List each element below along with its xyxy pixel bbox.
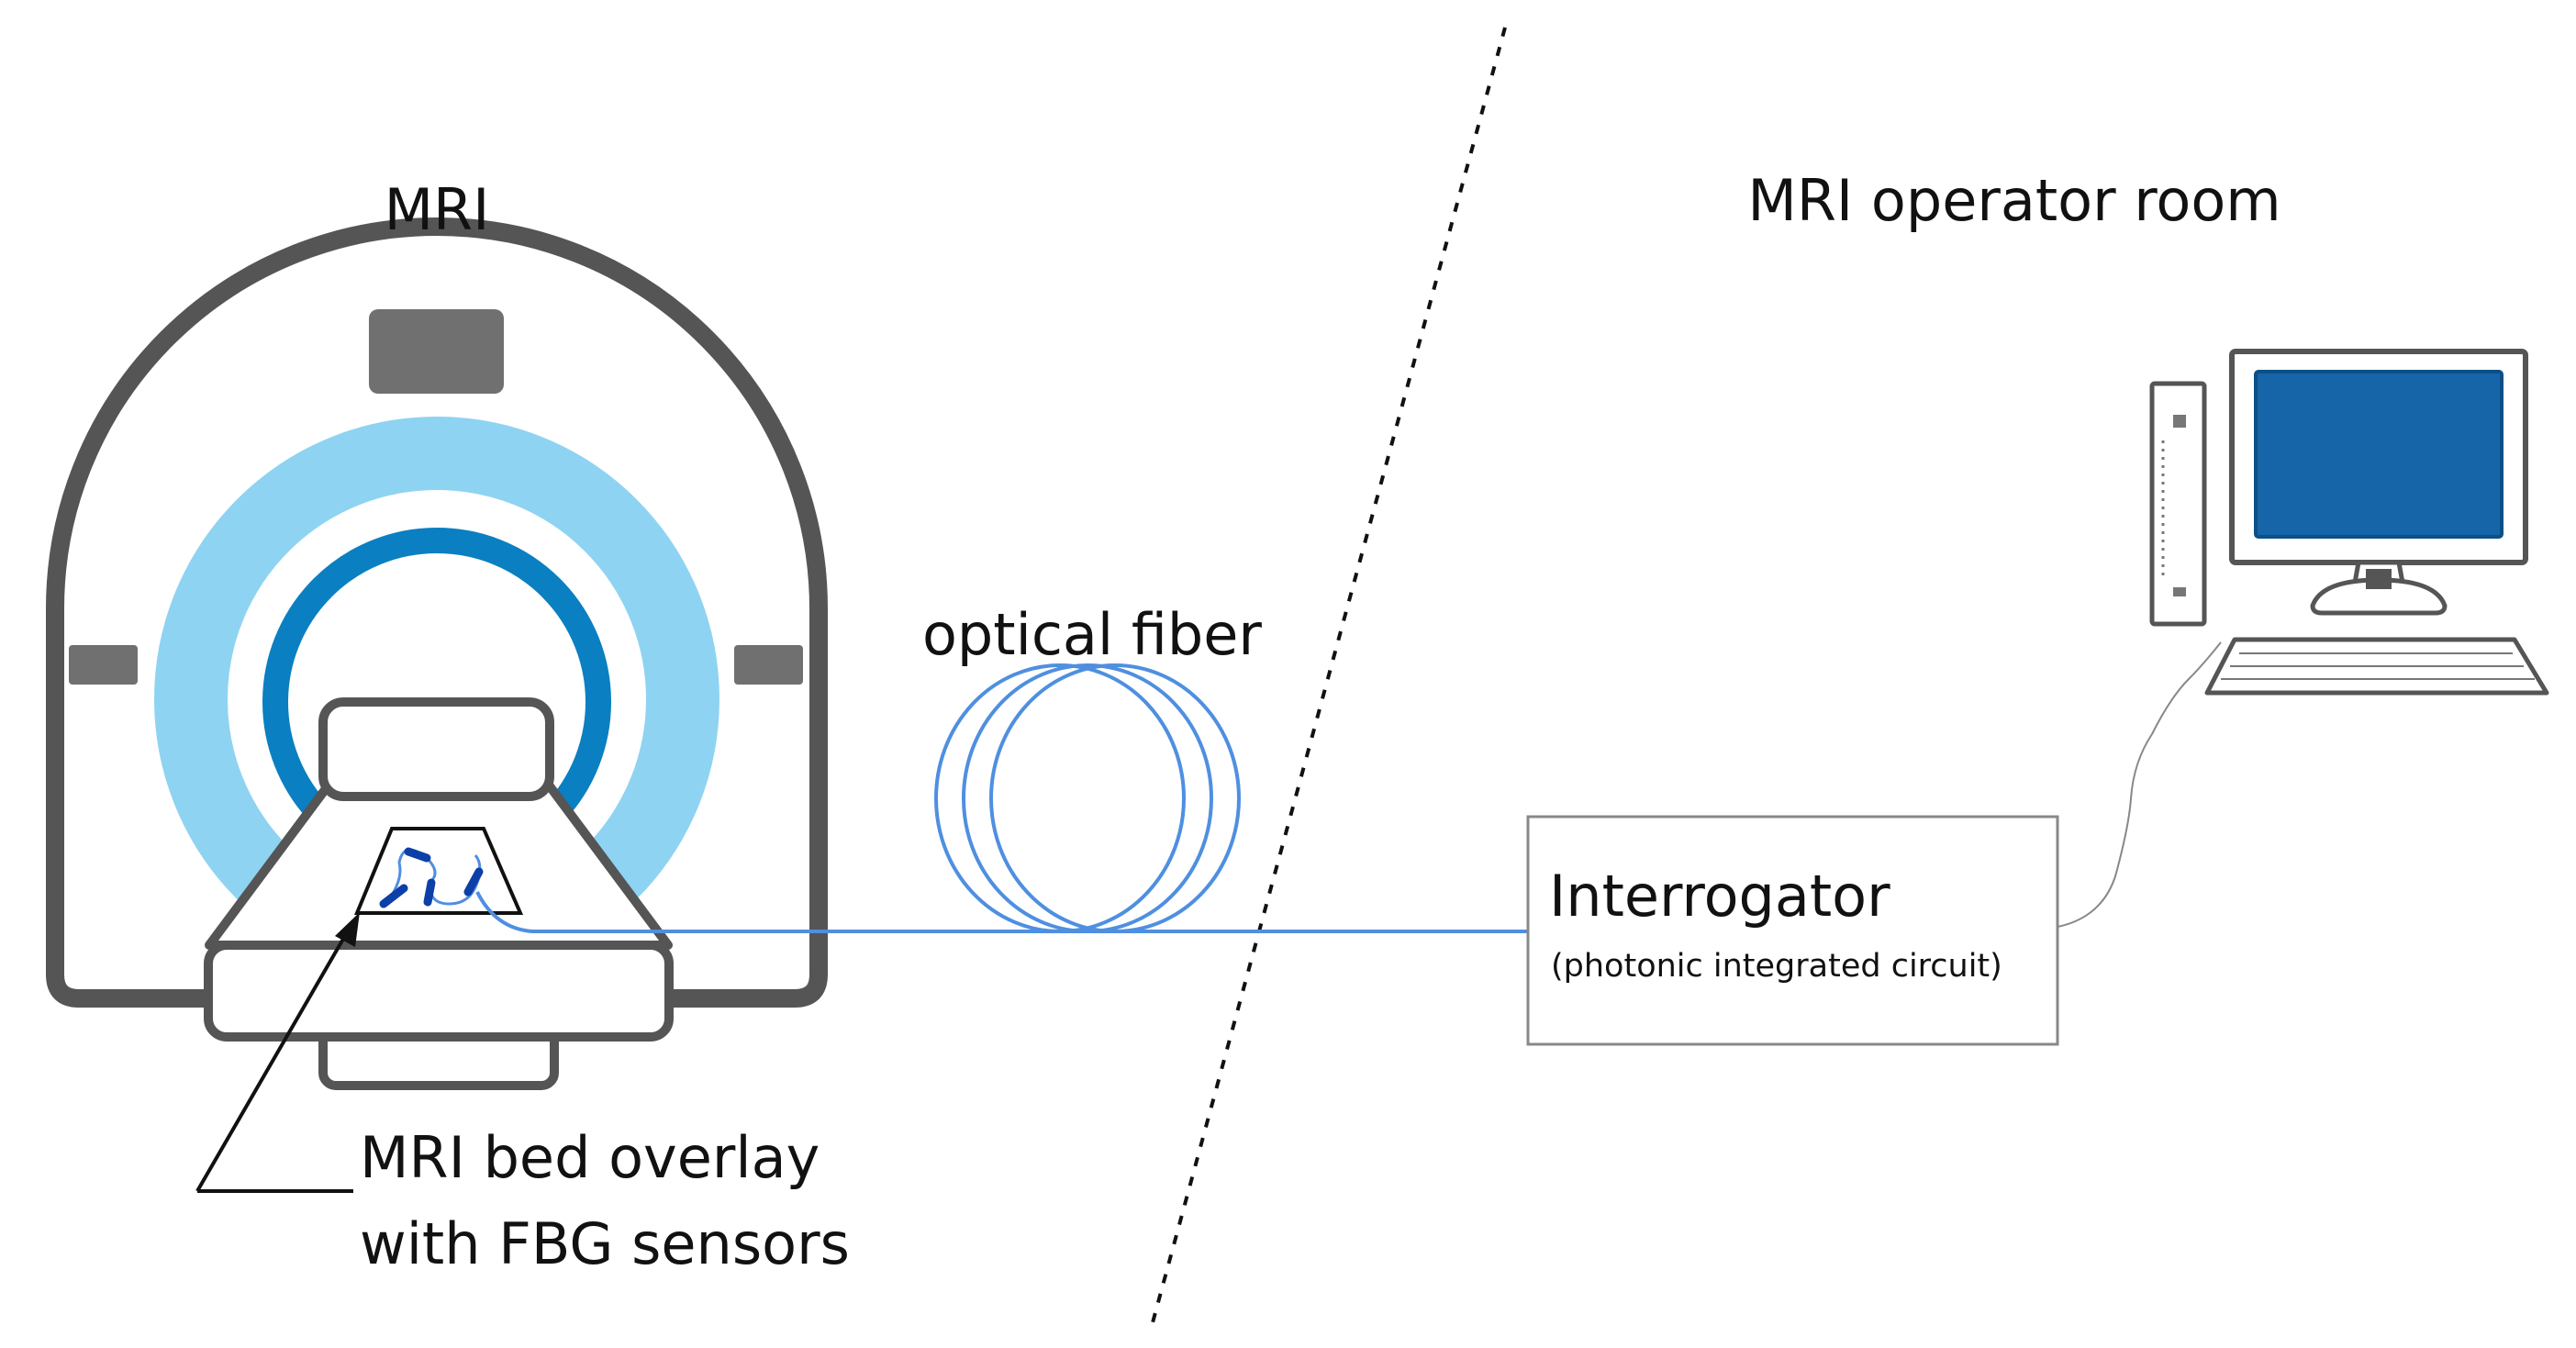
- fiber-coil-loop: [962, 663, 1213, 933]
- fbg-sensor: [404, 847, 431, 863]
- interrogator-box: [1526, 815, 2059, 1046]
- bed-base-upper: [204, 941, 674, 1042]
- mri-bed: [204, 697, 674, 1090]
- scanner-left-block: [69, 645, 138, 685]
- room-divider-line: [1150, 27, 1507, 1327]
- computer-tower: [2149, 381, 2207, 627]
- bed-headrest: [318, 697, 554, 801]
- computer-cable: [2057, 641, 2222, 928]
- optical-fiber: [475, 663, 1528, 933]
- overlay-pointer-arrow: [195, 912, 360, 1193]
- mri-label: MRI: [385, 176, 490, 243]
- monitor-base: [2310, 577, 2448, 616]
- interrogator-title: Interrogator: [1549, 863, 1890, 930]
- operator-room-label: MRI operator room: [1747, 167, 2280, 234]
- fiber-lead-in: [475, 891, 1110, 933]
- computer: [2149, 349, 2549, 696]
- bed-overlay-label-line2: with FBG sensors: [360, 1210, 850, 1277]
- bed-overlay-label-line1: MRI bed overlay: [360, 1124, 820, 1191]
- fbg-sensor: [423, 878, 436, 907]
- fiber-coil-loop: [989, 663, 1241, 933]
- scanner-right-block: [734, 645, 803, 685]
- fbg-sensor: [379, 884, 408, 908]
- scanner-top-block: [369, 309, 504, 394]
- interrogator-subtitle: (photonic integrated circuit): [1551, 948, 2002, 985]
- fiber-coil-loop: [934, 663, 1186, 933]
- fbg-sensor: [463, 867, 484, 897]
- monitor-screen: [2254, 370, 2504, 539]
- optical-fiber-label: optical fiber: [922, 601, 1262, 668]
